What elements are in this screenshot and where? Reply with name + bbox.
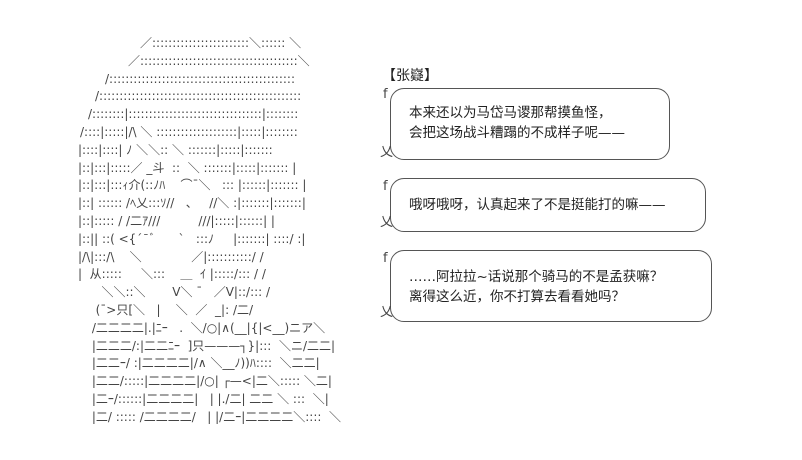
bubble-1-tail-bottom: 乂 <box>380 145 394 160</box>
bubble-3-tail-top: f <box>383 251 388 266</box>
bubble-1-tail-top: f <box>383 87 388 102</box>
ascii-art-line: |二ｰ/::::::|二二二二| | |./二| 二二 ＼ ::: ＼| <box>88 392 329 406</box>
ascii-art-line: ＼＼::＼ V＼ ¯ ／V|::/::: / <box>90 285 271 300</box>
ascii-art-line: |/\|:::/\ ＼ ／|:::::::::::/ / <box>78 249 264 264</box>
ascii-art-line: /:::::::::::::::::::::::::::::::::::::::… <box>95 89 302 104</box>
bubble-3-line-2: 离得这么近，你不打算去看看她吗？ <box>409 289 625 305</box>
bubble-2-line-1: 哦呀哦呀，认真起来了不是挺能打的嘛—— <box>409 197 666 213</box>
ascii-art-line: |二二ｰ/ :|二二二二|/∧ ＼__ﾉ))ﾊ:::: ＼二二| <box>88 356 320 371</box>
bubble-1-line-2: 会把这场战斗糟蹋的不成样子呢—— <box>409 125 625 141</box>
ascii-art-line: |::::|::::| ﾉ ＼＼:: ＼ :::::::|:::::|:::::… <box>78 142 273 157</box>
bubble-3-line-1: ……阿拉拉~话说那个骑马的不是孟获嘛？ <box>409 269 664 285</box>
ascii-art-line: |二二二/:|二二ﾆｰ ]只———┐}|::: ＼ニ/二二| <box>88 338 336 353</box>
speaker-name: 【张嶷】 <box>382 68 438 84</box>
ascii-art-line: |二二/:::::|二二二二|/○| ┌—<|二＼::::: ＼二| <box>88 374 332 389</box>
ascii-art-line: |二/ ::::: /二二二二/ | |/二ｰ|二二二二＼:::: ＼ <box>88 409 342 424</box>
speech-bubble-3: ……阿拉拉~话说那个骑马的不是孟获嘛？ 离得这么近，你不打算去看看她吗？ <box>390 250 712 322</box>
ascii-art-line: /:::::::::::::::::::::::::::::::::::::::… <box>105 71 296 86</box>
speech-bubble-2: 哦呀哦呀，认真起来了不是挺能打的嘛—— <box>390 178 706 232</box>
bubble-2-tail-bottom: 乂 <box>380 215 394 230</box>
ascii-art-line: |::| :::::: /ﾍ乂:::ｿ// 、 //＼ :|:::::::|::… <box>78 196 306 211</box>
ascii-art-line: |::|::::: / /二ｱ/// ///|:::::|::::::| | <box>78 214 275 228</box>
ascii-art-line: (¯>只[＼ | ＼ ／ _|: /二/ <box>88 303 254 317</box>
bubble-3-tail-bottom: 乂 <box>380 305 394 320</box>
speech-bubble-1: 本来还以为马岱马谡那帮摸鱼怪， 会把这场战斗糟蹋的不成样子呢—— <box>390 88 670 160</box>
ascii-art-line: /::::|:::::|/\ ＼ ::::::::::::::::::::|::… <box>80 125 298 139</box>
ascii-art-line: ／:::::::::::::::::::::::::::::::::::::::… <box>128 53 310 68</box>
bubble-1-line-1: 本来还以为马岱马谡那帮摸鱼怪， <box>409 105 612 121</box>
ascii-art-line: /二二二二|.|ﾆｰ . ＼/○|∧(__|{|<__)ニア＼ <box>88 320 326 335</box>
ascii-art-line: |::|| ::( <{´¯ﾞ ` :::ﾉ |:::::::| ::::/ :… <box>78 231 306 246</box>
bubble-2-tail-top: f <box>383 179 388 194</box>
ascii-art-line: ／::::::::::::::::::::::::＼:::::: ＼ <box>140 36 302 50</box>
ascii-art-line: /::::::::|::::::::::::::::::::::::::::::… <box>88 107 299 122</box>
ascii-art-line: |::|:::|:::ｨ介(::ﾉﾊ ⌒¯＼ ::: |::::::|:::::… <box>78 178 307 193</box>
ascii-art-line: | 从::::: ＼::: ＿ ｲ |:::::/::: / / <box>78 267 266 282</box>
ascii-art-line: |::|:::|:::::／ _斗 :: ＼ :::::::|:::::|:::… <box>78 160 297 175</box>
